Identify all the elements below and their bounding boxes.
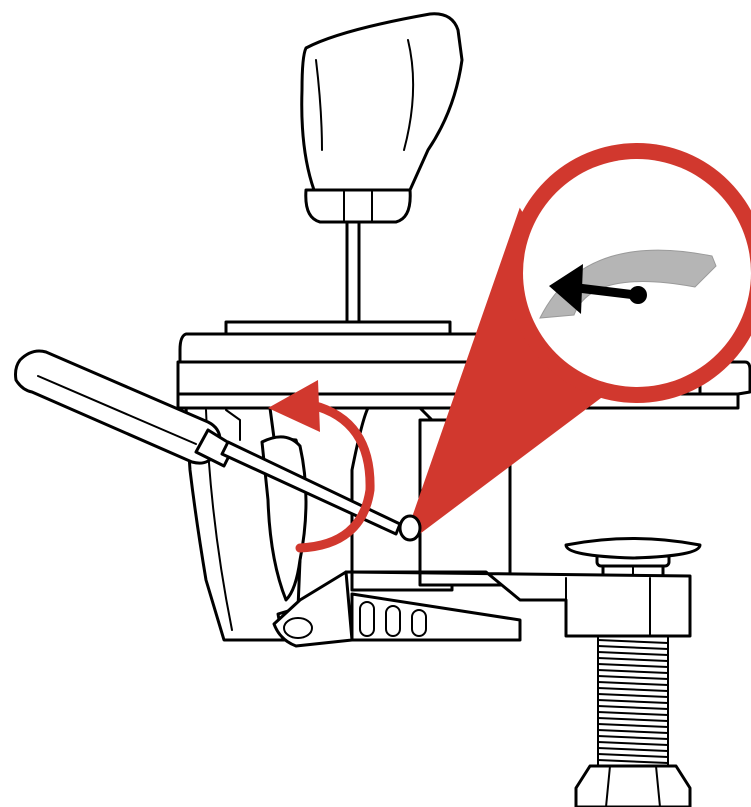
shift-knob-icon [302, 14, 462, 322]
